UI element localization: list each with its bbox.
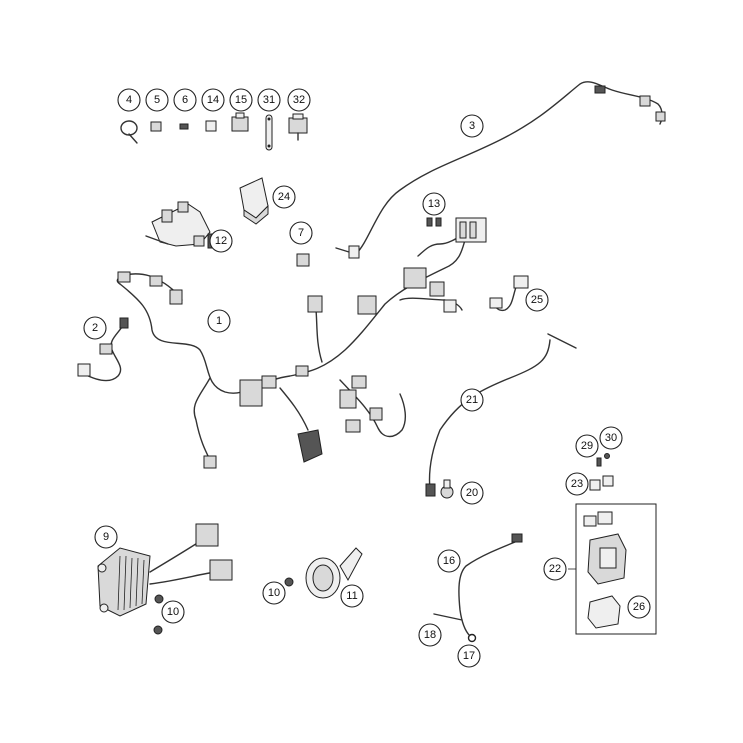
callout-9: 9 [94, 525, 118, 549]
small-parts-row [120, 112, 308, 151]
connector-housing-part [231, 112, 249, 132]
sensor-7 [296, 253, 310, 267]
cable-16 [433, 533, 523, 643]
callouts: 1 2 3 4 5 6 7 9 10 10 11 12 13 14 15 16 … [83, 88, 651, 668]
callout-26: 26 [627, 595, 651, 619]
svg-text:12: 12 [215, 235, 227, 247]
cable-tie-part [120, 120, 138, 144]
svg-text:3: 3 [469, 120, 475, 132]
relay-cover-24 [239, 177, 269, 225]
relay-box-group [575, 503, 657, 635]
svg-text:7: 7 [298, 227, 304, 239]
svg-text:24: 24 [278, 191, 290, 203]
sensor-cable-2 [77, 317, 129, 382]
plug-connector-part [288, 113, 308, 141]
callout-10-right: 10 [262, 581, 286, 605]
callout-5: 5 [145, 88, 169, 112]
ground-cable-21 [425, 333, 577, 499]
main-wiring-harness [116, 217, 487, 469]
svg-text:1: 1 [216, 315, 222, 327]
svg-text:20: 20 [466, 487, 478, 499]
nuts-10 [153, 577, 294, 635]
svg-text:30: 30 [605, 432, 617, 444]
regulator-9 [97, 523, 233, 617]
svg-text:14: 14 [207, 94, 219, 106]
svg-text:29: 29 [581, 440, 593, 452]
callout-18: 18 [418, 623, 442, 647]
callout-17: 17 [457, 644, 481, 668]
callout-31: 31 [257, 88, 281, 112]
fuse-holder-part [150, 121, 162, 132]
callout-20: 20 [460, 481, 484, 505]
callout-29: 29 [575, 434, 599, 458]
svg-text:10: 10 [167, 606, 179, 618]
fuses-13 [426, 217, 442, 227]
callout-6: 6 [173, 88, 197, 112]
svg-text:22: 22 [549, 563, 561, 575]
svg-text:10: 10 [268, 587, 280, 599]
svg-text:17: 17 [463, 650, 475, 662]
svg-text:18: 18 [424, 629, 436, 641]
svg-text:23: 23 [571, 478, 583, 490]
svg-text:9: 9 [103, 531, 109, 543]
callout-22: 22 [543, 557, 567, 581]
callout-13: 13 [422, 192, 446, 216]
callout-25: 25 [525, 288, 549, 312]
callout-21: 21 [460, 388, 484, 412]
svg-text:16: 16 [443, 555, 455, 567]
callout-2: 2 [83, 316, 107, 340]
callout-16: 16 [437, 549, 461, 573]
bracket-strip-part [265, 114, 273, 151]
fuse-part [179, 123, 189, 130]
svg-text:6: 6 [182, 94, 188, 106]
callout-14: 14 [201, 88, 225, 112]
terminal-20 [440, 479, 454, 499]
svg-text:25: 25 [531, 294, 543, 306]
svg-text:5: 5 [154, 94, 160, 106]
callout-23: 23 [565, 472, 589, 496]
svg-text:32: 32 [293, 94, 305, 106]
callout-12: 12 [209, 229, 233, 253]
svg-text:26: 26 [633, 601, 645, 613]
horn-11 [305, 547, 363, 599]
svg-text:4: 4 [126, 94, 132, 106]
callout-7: 7 [289, 221, 313, 245]
callout-32: 32 [287, 88, 311, 112]
small-relay-parts [589, 453, 614, 491]
svg-text:2: 2 [92, 322, 98, 334]
callout-1: 1 [207, 309, 231, 333]
svg-text:15: 15 [235, 94, 247, 106]
callout-3: 3 [460, 114, 484, 138]
callout-15: 15 [229, 88, 253, 112]
callout-10-left: 10 [161, 600, 185, 624]
cable-3 [335, 81, 666, 259]
svg-text:31: 31 [263, 94, 275, 106]
connector-bracket-12 [145, 201, 217, 249]
callout-11: 11 [340, 584, 364, 608]
svg-text:11: 11 [346, 590, 357, 602]
connector-25 [489, 275, 529, 312]
svg-text:13: 13 [428, 198, 440, 210]
callout-24: 24 [272, 185, 296, 209]
callout-4: 4 [117, 88, 141, 112]
callout-30: 30 [599, 426, 623, 450]
svg-text:21: 21 [466, 394, 478, 406]
connector-small-part [205, 120, 217, 132]
